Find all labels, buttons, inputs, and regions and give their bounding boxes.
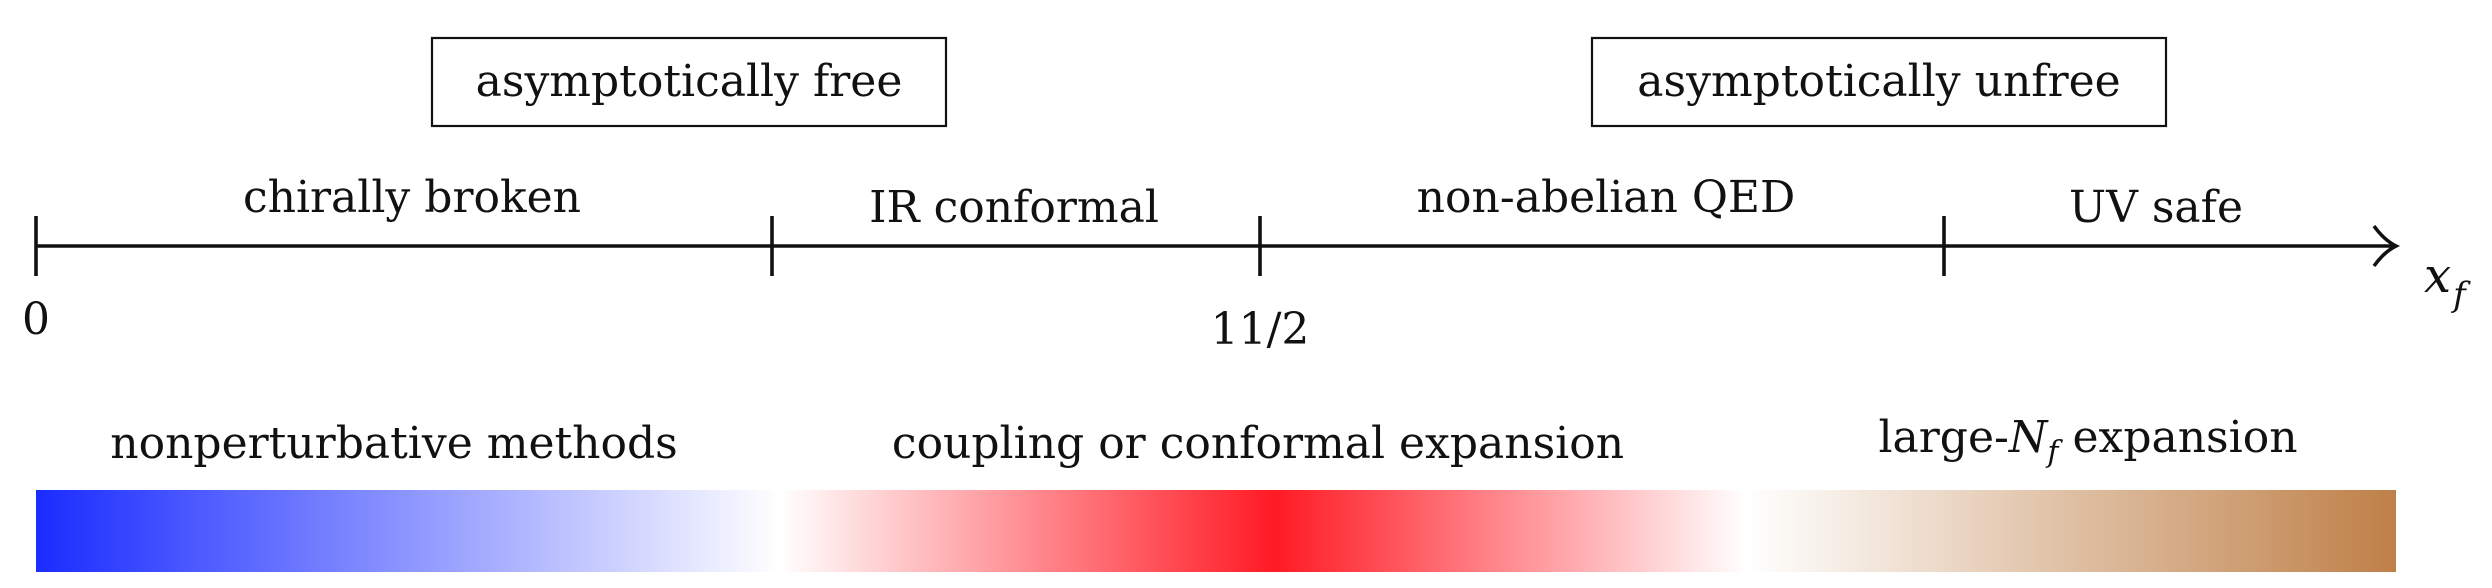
tick-label-11-2: 11/2: [1211, 304, 1310, 355]
method-gradient-bar: [36, 490, 2396, 572]
x-axis: [34, 216, 2401, 276]
method-large-nf-expansion: large-Nf expansion: [1878, 412, 2297, 470]
region-ir-conformal: IR conformal: [869, 182, 1159, 233]
asymptotically-free-label: asymptotically free: [430, 36, 948, 128]
asymptotically-free-text: asymptotically free: [476, 56, 903, 107]
region-non-abelian-qed: non-abelian QED: [1417, 172, 1796, 223]
asymptotically-unfree-text: asymptotically unfree: [1637, 56, 2120, 107]
asymptotically-unfree-label: asymptotically unfree: [1590, 36, 2168, 128]
region-uv-safe: UV safe: [2069, 182, 2243, 233]
axis-label-xf: xf: [2424, 248, 2471, 315]
method-coupling-expansion: coupling or conformal expansion: [892, 418, 1624, 469]
region-chirally-broken: chirally broken: [243, 172, 581, 223]
tick-label-0: 0: [22, 294, 50, 345]
method-nonperturbative: nonperturbative methods: [110, 418, 678, 469]
